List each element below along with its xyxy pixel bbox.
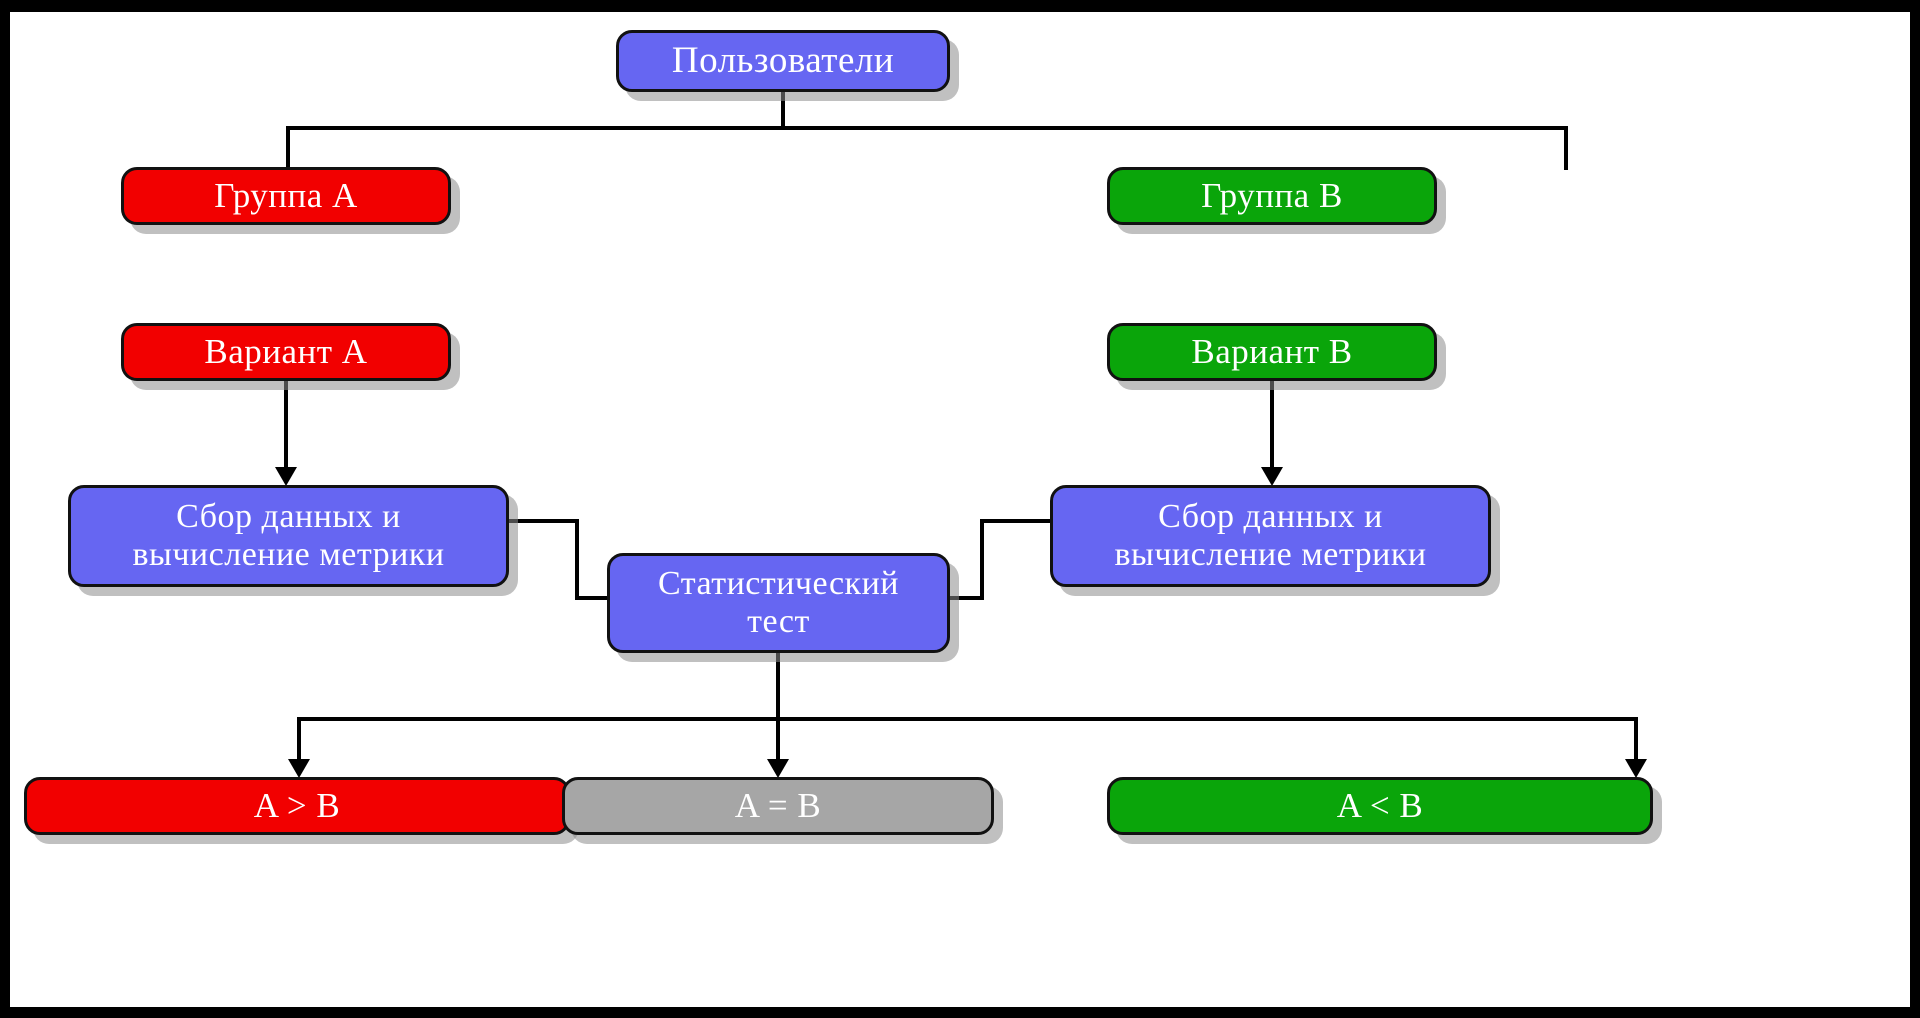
connector-to-result-less [1634,717,1638,763]
connector-users-to-group-b [1564,126,1568,170]
connector-stat-test-stem [776,653,780,721]
arrowhead-to-result-less [1625,759,1647,778]
connector-to-result-greater [297,717,301,763]
node-variant-a-label: Вариант A [204,332,368,372]
node-result-less[interactable]: A < B [1107,777,1653,835]
node-group-a-label: Группа A [214,176,358,216]
node-users-label: Пользователи [671,40,895,82]
node-variant-b[interactable]: Вариант B [1107,323,1437,381]
node-collect-a-label: Сбор данных и вычисление метрики [132,497,445,573]
node-stat-test[interactable]: Статистический тест [607,553,950,653]
diagram-sheet: Пользователи Группа A Группа B Вариант A… [10,12,1910,1007]
connector-users-split-bar [286,126,1568,130]
node-group-b[interactable]: Группа B [1107,167,1437,225]
node-collect-b[interactable]: Сбор данных и вычисление метрики [1050,485,1491,587]
connector-collect-b-h1 [980,519,1052,523]
connector-collect-a-v [575,519,579,600]
node-collect-a[interactable]: Сбор данных и вычисление метрики [68,485,509,587]
node-users[interactable]: Пользователи [616,30,950,92]
node-variant-b-label: Вариант B [1191,332,1353,372]
arrowhead-to-result-equal [767,759,789,778]
connector-collect-a-h1 [507,519,579,523]
connector-users-stem [781,92,785,128]
connector-to-result-equal [776,717,780,763]
node-result-greater-label: A > B [253,786,341,826]
arrowhead-to-result-greater [288,759,310,778]
arrowhead-variant-b-to-collect-b [1261,467,1283,486]
node-result-greater[interactable]: A > B [24,777,570,835]
node-variant-a[interactable]: Вариант A [121,323,451,381]
connector-users-to-group-a [286,126,290,170]
arrowhead-variant-a-to-collect-a [275,467,297,486]
connector-results-split-bar [297,717,1638,721]
node-stat-test-label: Статистический тест [658,564,899,640]
node-group-b-label: Группа B [1201,176,1343,216]
connector-variant-a-to-collect-a [284,381,288,471]
connector-collect-b-h2 [938,596,984,600]
connector-collect-b-v [980,519,984,600]
node-result-equal-label: A = B [734,786,822,826]
node-group-a[interactable]: Группа A [121,167,451,225]
node-result-equal[interactable]: A = B [562,777,994,835]
connector-variant-b-to-collect-b [1270,381,1274,471]
connector-collect-a-h2 [575,596,621,600]
node-result-less-label: A < B [1336,786,1424,826]
node-collect-b-label: Сбор данных и вычисление метрики [1114,497,1427,573]
